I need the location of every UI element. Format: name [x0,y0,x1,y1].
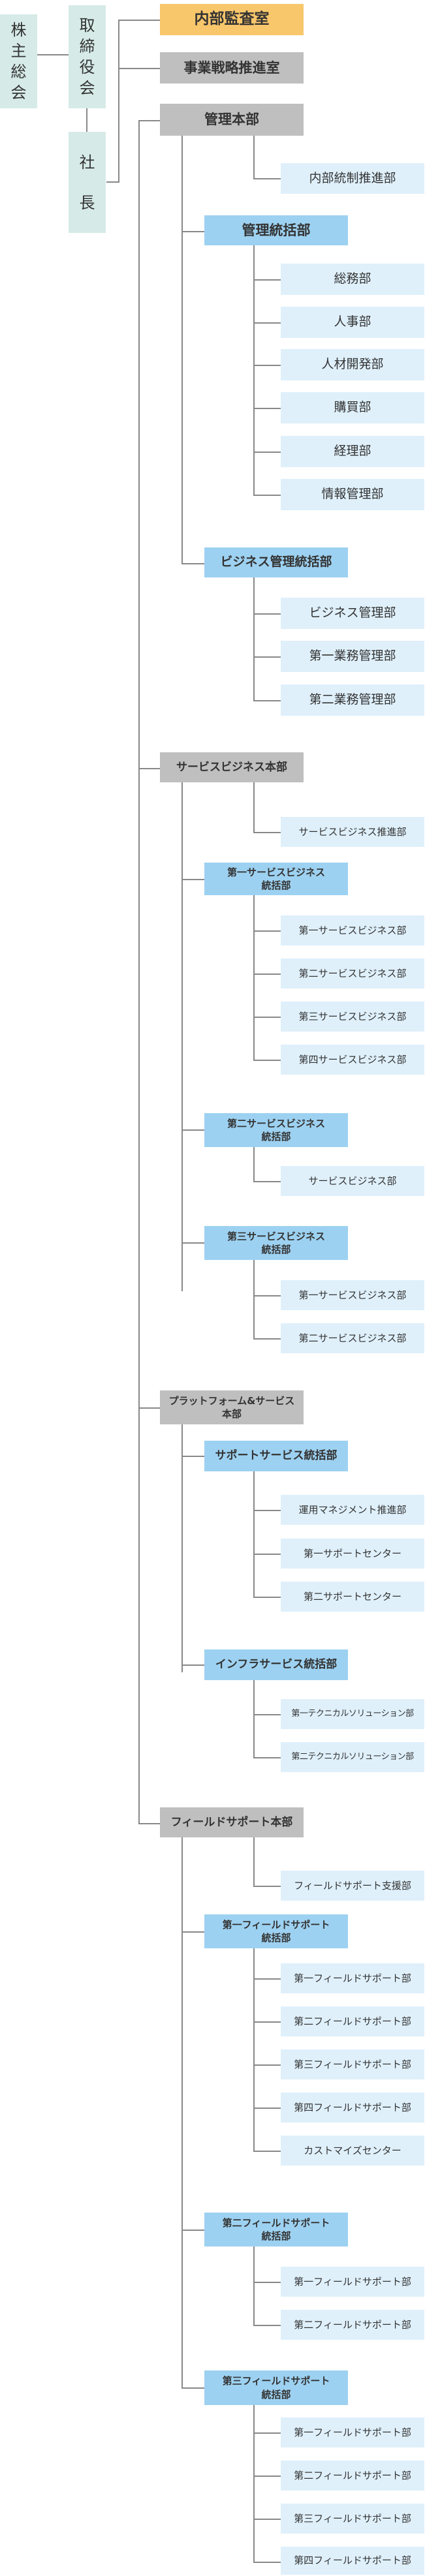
board-char: 会 [79,79,95,97]
division-name-line: 第二フィールドサポート [222,2216,330,2229]
admin-control-division: 管理統括部 [204,215,348,245]
admin-hq: 管理本部 [160,104,304,136]
service-biz-division-3: 第三サービスビジネス 統括部 [204,1226,348,1260]
field-support-dept: 第二フィールドサポート部 [281,2461,424,2491]
hr-dept: 人事部 [281,307,424,338]
shareholders-char: 株 [10,21,27,39]
hq-name-line: プラットフォーム&サービス [168,1394,295,1407]
field-support-division-1: 第一フィールドサポート 統括部 [204,1914,348,1948]
division-name-line: 第二サービスビジネス [227,1117,325,1129]
shareholders-char: 総 [10,63,27,81]
service-business-hq: サービスビジネス本部 [160,752,304,782]
talent-dev-dept: 人材開発部 [281,349,424,380]
field-support-dept: 第三フィールドサポート部 [281,2504,424,2534]
board-char: 取 [79,16,95,35]
field-support-dept: 第二フィールドサポート部 [281,2310,424,2340]
ops-mgmt-dept-1: 第一業務管理部 [281,641,424,672]
division-name-line: 統括部 [261,2388,291,2400]
ops-mgmt-promotion-dept: 運用マネジメント推進部 [281,1495,424,1525]
purchasing-dept: 購買部 [281,392,424,423]
president-box: 社 長 [69,132,106,233]
field-support-dept: 第一フィールドサポート部 [281,2417,424,2447]
division-name-line: 統括部 [261,2230,291,2242]
internal-control-dept: 内部統制推進部 [281,163,424,194]
division-name-line: 第三サービスビジネス [227,1230,325,1242]
technical-solution-dept-1: 第一テクニカルソリューション部 [281,1699,424,1729]
division-name-line: 統括部 [261,1131,291,1142]
field-support-dept: 第四フィールドサポート部 [281,2093,424,2123]
business-mgmt-division: ビジネス管理統括部 [204,547,348,577]
division-name-line: 第一サービスビジネス [227,866,325,878]
business-strategy-office: 事業戦略推進室 [160,52,304,84]
service-biz-dept: 第一サービスビジネス部 [281,1280,424,1310]
customize-center: カストマイズセンター [281,2136,424,2166]
field-support-division-2: 第二フィールドサポート 統括部 [204,2213,348,2246]
accounting-dept: 経理部 [281,436,424,467]
technical-solution-dept-2: 第二テクニカルソリューション部 [281,1742,424,1772]
field-support-dept: 第一フィールドサポート部 [281,1963,424,1993]
field-support-dept: 第一フィールドサポート部 [281,2267,424,2297]
support-center-1: 第一サポートセンター [281,1539,424,1569]
division-name-line: 第三フィールドサポート [222,2375,330,2387]
field-support-division-3: 第三フィールドサポート 統括部 [204,2370,348,2405]
internal-audit-office: 内部監査室 [160,4,304,35]
support-service-division: サポートサービス統括部 [204,1441,348,1471]
division-name-line: 第一フィールドサポート [222,1918,330,1931]
service-biz-dept: 第四サービスビジネス部 [281,1045,424,1075]
board-char: 締 [79,37,95,55]
hq-name-line: 本部 [221,1408,242,1420]
service-biz-dept: 第二サービスビジネス部 [281,1323,424,1353]
service-biz-dept: 第一サービスビジネス部 [281,915,424,945]
division-name-line: 統括部 [261,880,291,891]
general-affairs-dept: 総務部 [281,264,424,295]
service-biz-division-1: 第一サービスビジネス 統括部 [204,863,348,895]
service-biz-promotion-dept: サービスビジネス推進部 [281,817,424,847]
field-support-dept: 第四フィールドサポート部 [281,2547,424,2575]
platform-service-hq: プラットフォーム&サービス 本部 [160,1390,304,1424]
service-biz-dept: 第二サービスビジネス部 [281,958,424,989]
infra-service-division: インフラサービス統括部 [204,1649,348,1680]
ops-mgmt-dept-2: 第二業務管理部 [281,684,424,716]
president-char: 長 [79,193,95,212]
service-biz-division-2: 第二サービスビジネス 統括部 [204,1113,348,1147]
field-support-dept: 第三フィールドサポート部 [281,2049,424,2079]
support-center-2: 第二サポートセンター [281,1582,424,1612]
business-mgmt-dept: ビジネス管理部 [281,598,424,629]
field-support-hq: フィールドサポート本部 [160,1807,304,1837]
info-mgmt-dept: 情報管理部 [281,479,424,510]
service-biz-dept: 第三サービスビジネス部 [281,1002,424,1032]
field-support-assist-dept: フィールドサポート支援部 [281,1871,424,1901]
president-char: 社 [79,153,95,172]
division-name-line: 統括部 [261,1932,291,1944]
board-char: 役 [79,58,95,76]
service-biz-dept: サービスビジネス部 [281,1166,424,1196]
shareholders-char: 会 [10,84,27,102]
shareholders-meeting-box: 株 主 総 会 [0,14,37,108]
shareholders-char: 主 [10,42,27,60]
field-support-dept: 第二フィールドサポート部 [281,2006,424,2036]
board-of-directors-box: 取 締 役 会 [69,5,106,108]
division-name-line: 統括部 [261,1244,291,1255]
